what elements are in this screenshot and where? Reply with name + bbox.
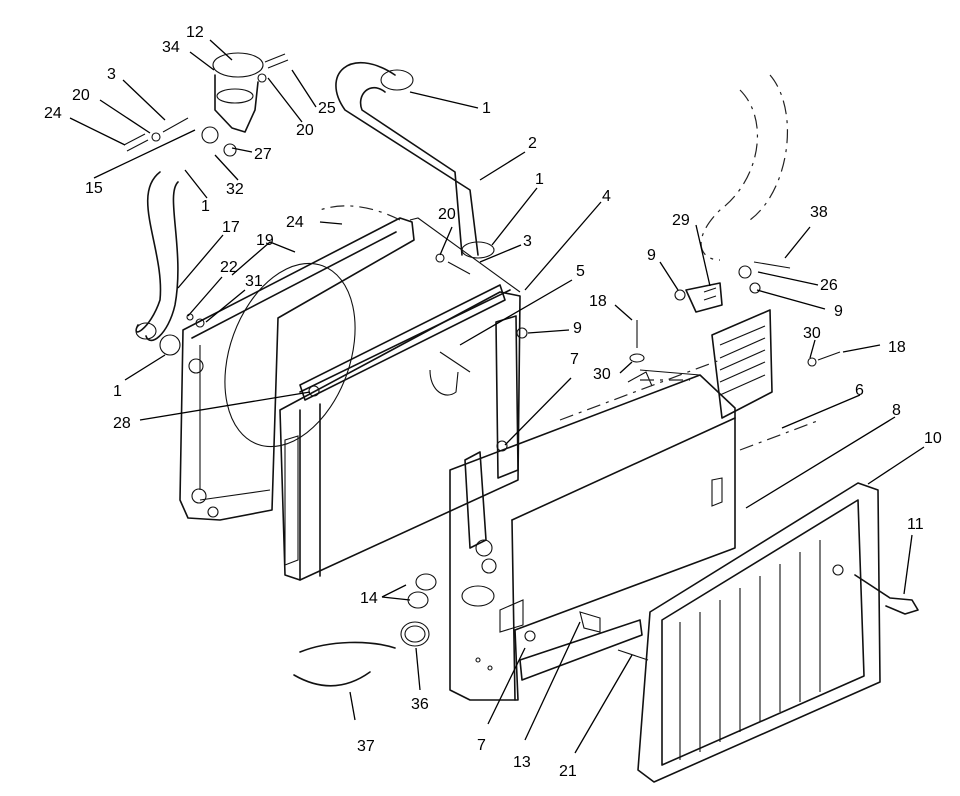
callout-numbers: 12 34 3 20 24 15 32 1 27 25 20 1 2 1 4 2… bbox=[44, 24, 942, 780]
callout-9-upper: 9 bbox=[647, 247, 656, 264]
fan-shroud bbox=[179, 217, 415, 521]
callout-20-top: 20 bbox=[296, 122, 314, 139]
callout-17: 17 bbox=[222, 219, 240, 236]
callout-34: 34 bbox=[162, 39, 180, 56]
callout-18-right: 18 bbox=[888, 339, 906, 356]
callout-10: 10 bbox=[924, 430, 942, 447]
leader-lines bbox=[69, 39, 925, 754]
callout-3-upper-left: 3 bbox=[107, 66, 116, 83]
callout-11: 11 bbox=[907, 516, 924, 533]
callout-38: 38 bbox=[810, 204, 828, 221]
callout-24-mid: 24 bbox=[286, 214, 304, 231]
callout-25: 25 bbox=[318, 100, 336, 117]
radiator-support-frame bbox=[449, 369, 736, 701]
radiator-screen bbox=[711, 309, 773, 419]
filler-neck bbox=[201, 52, 264, 157]
callout-30-right: 30 bbox=[803, 325, 821, 342]
overflow-fittings bbox=[123, 53, 289, 152]
callout-7-upper: 7 bbox=[570, 351, 579, 368]
phantom-outlines bbox=[319, 74, 821, 451]
callout-19: 19 bbox=[256, 232, 274, 249]
callout-32: 32 bbox=[226, 181, 244, 198]
callout-8: 8 bbox=[892, 402, 901, 419]
callout-14: 14 bbox=[360, 590, 378, 607]
callout-30-mid: 30 bbox=[593, 366, 611, 383]
lower-hose bbox=[135, 171, 181, 356]
latch bbox=[832, 564, 919, 615]
callout-9-right: 9 bbox=[834, 303, 843, 320]
callout-6: 6 bbox=[855, 382, 864, 399]
callout-21: 21 bbox=[559, 763, 577, 780]
callout-12: 12 bbox=[186, 24, 204, 41]
callout-20-mid: 20 bbox=[438, 206, 456, 223]
callout-5: 5 bbox=[576, 263, 585, 280]
drain-plugs bbox=[407, 539, 497, 609]
screen-frame bbox=[637, 482, 881, 783]
callout-7-lower: 7 bbox=[477, 737, 486, 754]
lower-hose-clamp bbox=[400, 621, 430, 647]
callout-27: 27 bbox=[254, 146, 272, 163]
callout-37: 37 bbox=[357, 738, 375, 755]
callout-4: 4 bbox=[602, 188, 611, 205]
radiator-outlet-hose bbox=[293, 641, 396, 687]
callout-1-hose-left: 1 bbox=[201, 198, 210, 215]
callout-29: 29 bbox=[672, 212, 690, 229]
callout-24-upper-left: 24 bbox=[44, 105, 62, 122]
callout-20-upper-left: 20 bbox=[72, 87, 90, 104]
callout-1-top: 1 bbox=[482, 100, 491, 117]
callout-9-mid: 9 bbox=[573, 320, 582, 337]
callout-36: 36 bbox=[411, 696, 429, 713]
callout-2: 2 bbox=[528, 135, 537, 152]
callout-3-mid: 3 bbox=[523, 233, 532, 250]
callout-1-hose-right: 1 bbox=[535, 171, 544, 188]
callout-26: 26 bbox=[820, 277, 838, 294]
support-bracket bbox=[186, 253, 841, 661]
callout-15: 15 bbox=[85, 180, 103, 197]
callout-13: 13 bbox=[513, 754, 531, 771]
upper-hose bbox=[335, 62, 495, 259]
radiator-core bbox=[279, 217, 521, 581]
callout-28: 28 bbox=[113, 415, 131, 432]
callout-18-mid: 18 bbox=[589, 293, 607, 310]
callout-22: 22 bbox=[220, 259, 238, 276]
callout-31: 31 bbox=[245, 273, 263, 290]
callout-1-left: 1 bbox=[113, 383, 122, 400]
upper-bracket bbox=[299, 284, 506, 401]
